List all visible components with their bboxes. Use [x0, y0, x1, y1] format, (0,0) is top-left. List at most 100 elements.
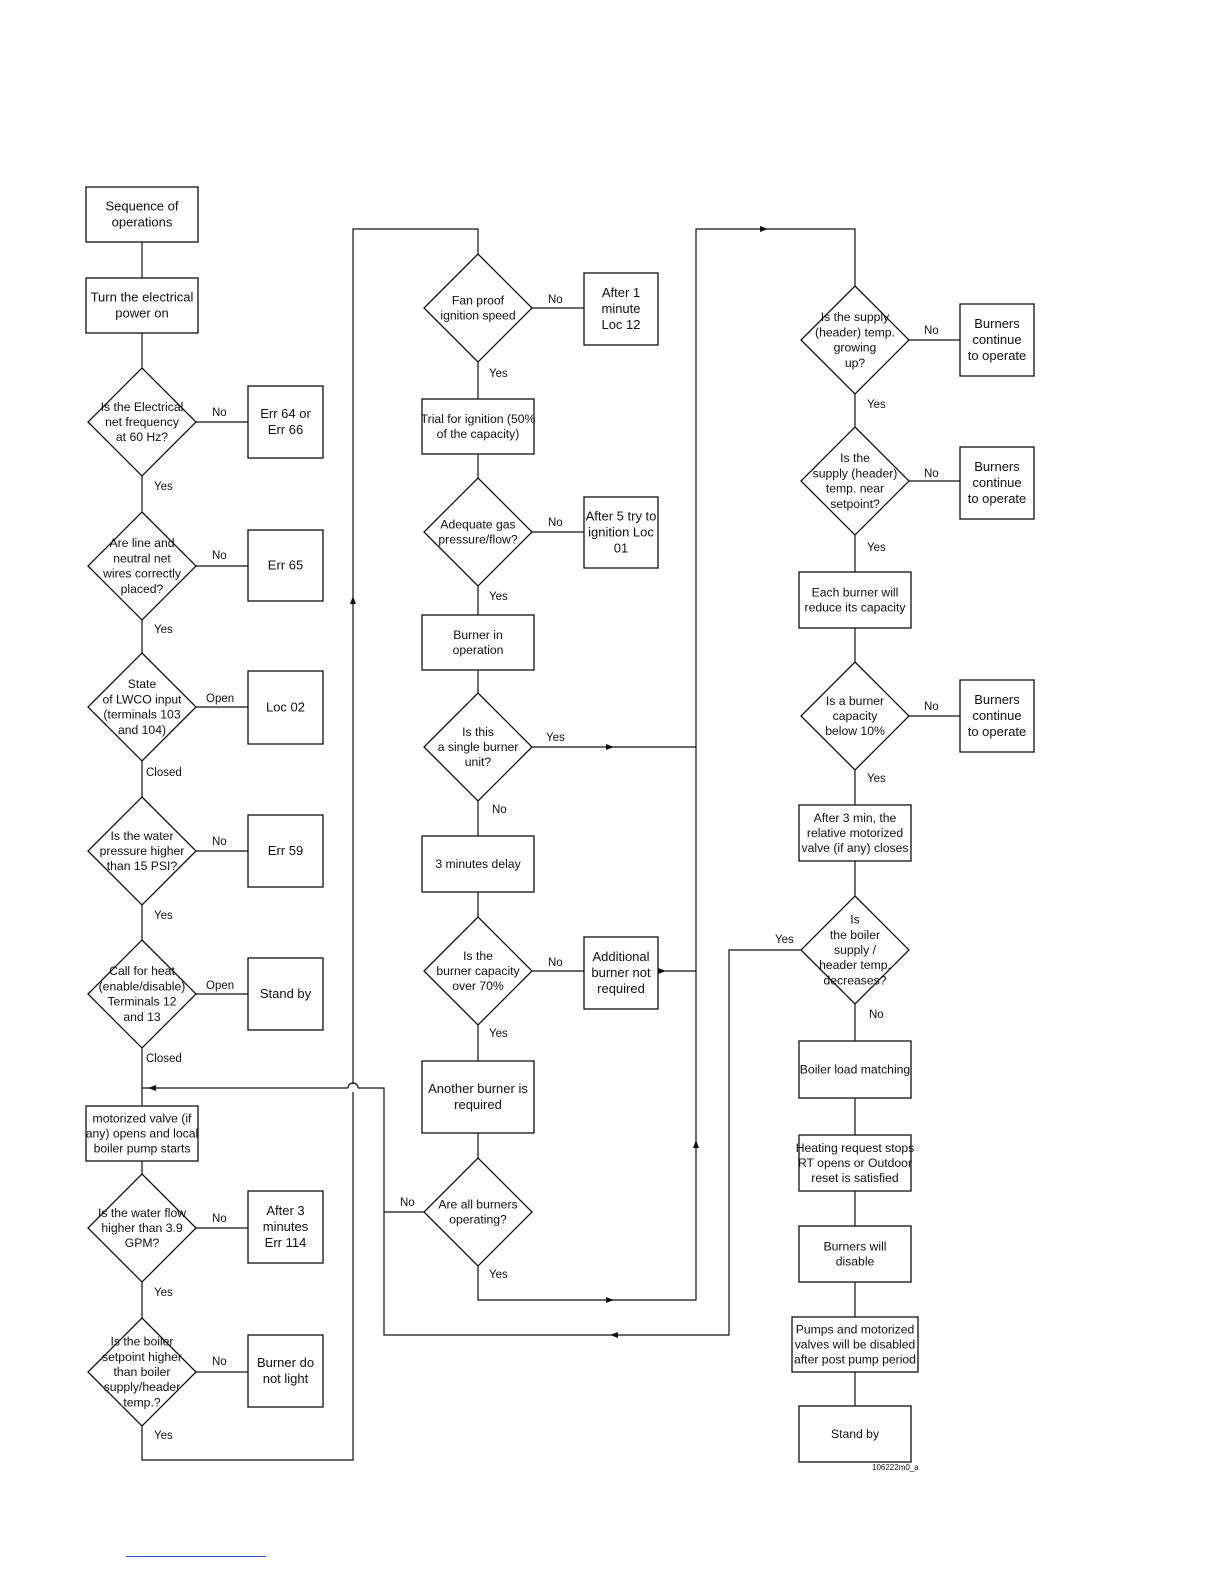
edge-label-heat-open: Open — [206, 980, 234, 992]
decision-diamond — [87, 652, 197, 762]
decision-diamond — [423, 692, 533, 802]
node-text: Stand by — [831, 1427, 880, 1441]
node-text-line: (header) temp. — [815, 325, 895, 339]
process-box — [959, 446, 1035, 520]
process-box — [85, 277, 199, 334]
arrowhead — [610, 1332, 618, 1338]
decision-diamond — [800, 285, 910, 395]
node-text-line: Is the supply — [821, 310, 890, 324]
node-text-line: Burners — [974, 692, 1020, 707]
process-box — [583, 496, 659, 569]
node-text-line: temp.? — [123, 1395, 160, 1409]
node-text-line: Is the — [463, 949, 493, 963]
node-text-line: Burners — [974, 459, 1020, 474]
node-text-line: Are line and — [109, 536, 174, 550]
node-text-line: not light — [263, 1371, 309, 1386]
node-text-line: Adequate gas — [440, 517, 515, 531]
node-text-line: growing — [834, 341, 877, 355]
decision-diamond — [423, 253, 533, 363]
node-text-line: after post pump period — [794, 1353, 916, 1367]
connector-lines — [141, 226, 960, 1461]
arrowhead — [658, 968, 666, 974]
node-text-line: temp. near — [826, 482, 884, 496]
decision-diamond — [423, 916, 533, 1026]
node-text-line: Turn the electrical — [91, 290, 194, 305]
node-text-line: reduce its capacity — [805, 601, 907, 615]
edge-label-freq-no: No — [212, 407, 227, 419]
process-box — [583, 272, 659, 346]
node-text-line: continue — [972, 332, 1021, 347]
node-matching: Boiler load matching — [798, 1040, 912, 1099]
edge-label-cap70-yes: Yes — [489, 1028, 508, 1040]
node-text-line: and 104) — [118, 723, 166, 737]
arrowhead — [148, 1085, 156, 1091]
process-box — [247, 957, 324, 1031]
node-text-line: than 15 PSI? — [107, 859, 178, 873]
node-text-line: header temp. — [819, 958, 891, 972]
node-text-line: the boiler — [830, 928, 880, 942]
node-text-line: Is the Electrical — [101, 400, 184, 414]
process-box — [798, 571, 912, 629]
process-box — [85, 186, 199, 243]
edge-label-single-yes: Yes — [546, 732, 565, 744]
node-reduce: Each burner will reduce its capacity — [798, 571, 912, 629]
node-text-line: RT opens or Outdoor — [798, 1156, 912, 1170]
process-box — [583, 936, 659, 1010]
node-err59: Err 59 — [247, 814, 324, 888]
node-text-line: supply (header) — [813, 466, 898, 480]
node-delay: 3 minutes delay — [421, 835, 535, 893]
decision-diamond — [87, 796, 197, 906]
edge-label-heat-closed: Closed — [146, 1053, 182, 1065]
edge-label-near-yes: Yes — [867, 542, 886, 554]
node-text-line: Each burner will — [812, 585, 899, 599]
edge-label-allburn-yes: Yes — [489, 1269, 508, 1281]
node-text-line: Loc 12 — [601, 317, 640, 332]
node-text-line: minute — [601, 301, 640, 316]
node-text-line: operation — [453, 643, 504, 657]
node-text-line: capacity — [833, 709, 879, 723]
node-text-line: Trial for ignition (50% — [421, 412, 536, 426]
edge-label-growing-no: No — [924, 325, 939, 337]
node-text-line: boiler pump starts — [94, 1142, 191, 1156]
node-text-line: unit? — [465, 755, 492, 769]
node-text-line: setpoint? — [830, 497, 880, 511]
edge-label-gas-no: No — [548, 517, 563, 529]
node-text-line: Loc 02 — [266, 700, 305, 715]
edge-label-below10-yes: Yes — [867, 773, 886, 785]
process-box — [421, 1060, 535, 1134]
node-text-line: and 13 — [123, 1010, 160, 1024]
arrowhead — [693, 1140, 699, 1148]
node-text-line: setpoint higher — [102, 1350, 182, 1364]
node-text-line: Is the boiler — [110, 1335, 173, 1349]
process-box — [798, 1134, 912, 1192]
decision-diamond — [800, 895, 910, 1005]
node-text-line: continue — [972, 475, 1021, 490]
node-text-line: Is the water — [111, 829, 174, 843]
node-text: Call for heat(enable/disable)Terminals 1… — [99, 964, 186, 1024]
process-box — [421, 398, 535, 455]
node-text: 3 minutes delay — [435, 857, 521, 871]
process-box — [791, 1316, 919, 1373]
node-text-line: Is the water flow — [98, 1206, 186, 1220]
decision-diamond — [87, 367, 197, 477]
process-box — [798, 1040, 912, 1099]
edge-label-wires-no: No — [212, 550, 227, 562]
edge-label-near-no: No — [924, 468, 939, 480]
